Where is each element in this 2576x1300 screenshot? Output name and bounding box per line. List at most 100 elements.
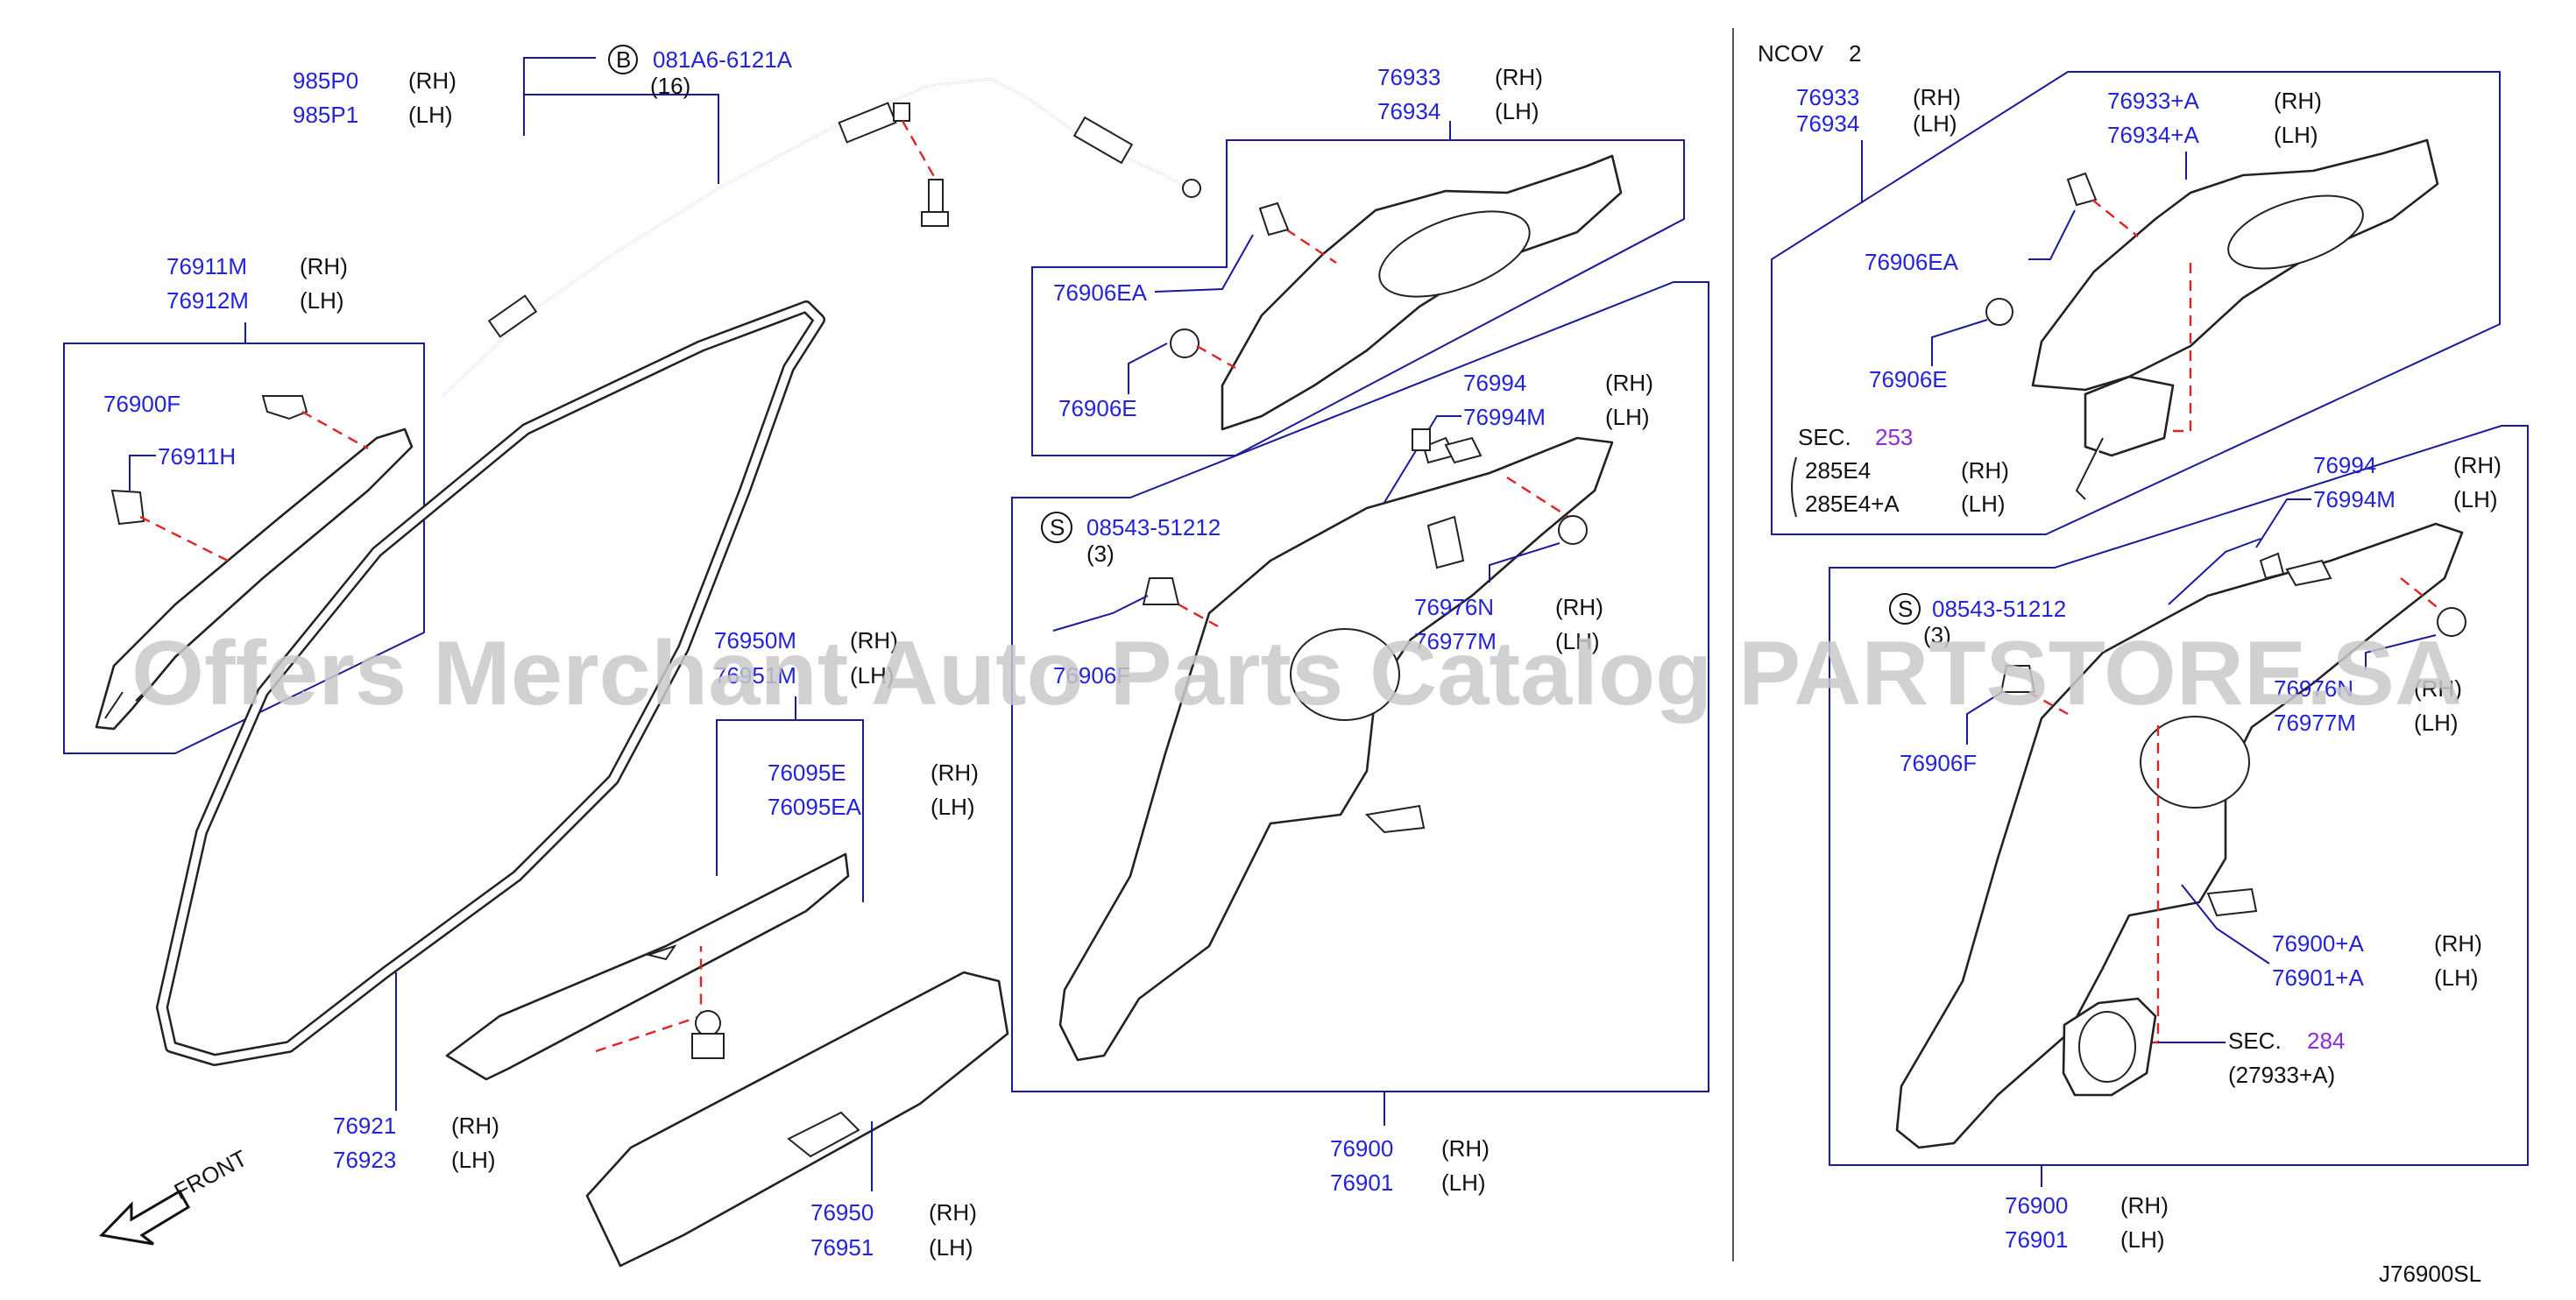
part-76900[interactable]: 76900 xyxy=(1330,1135,1393,1162)
part-985p1[interactable]: 985P1 xyxy=(293,102,358,128)
part-76976n[interactable]: 76976N xyxy=(1414,594,1494,620)
sec-ref-284[interactable]: 284 xyxy=(2307,1028,2345,1054)
speaker xyxy=(2062,997,2157,1097)
svg-text:(LH): (LH) xyxy=(408,102,453,128)
r-part-76977m[interactable]: 76977M xyxy=(2274,710,2356,736)
r-part-76906e[interactable]: 76906E xyxy=(1869,366,1948,392)
part-76911m[interactable]: 76911M xyxy=(166,253,247,279)
part-76912m[interactable]: 76912M xyxy=(166,287,249,314)
svg-text:(RH): (RH) xyxy=(1913,84,1961,110)
part-76933[interactable]: 76933 xyxy=(1377,64,1440,90)
svg-text:(RH): (RH) xyxy=(1441,1135,1490,1162)
r-part-76900[interactable]: 76900 xyxy=(2005,1192,2068,1219)
svg-text:(LH): (LH) xyxy=(1495,98,1539,124)
svg-text:(RH): (RH) xyxy=(2434,930,2482,957)
r-part-76900a[interactable]: 76900+A xyxy=(2272,930,2364,957)
part-76095ea[interactable]: 76095EA xyxy=(768,794,862,820)
svg-text:(RH): (RH) xyxy=(2120,1192,2169,1219)
part-76950m[interactable]: 76950M xyxy=(714,627,796,654)
part-285e4a[interactable]: 285E4+A xyxy=(1805,491,1900,517)
svg-text:(RH): (RH) xyxy=(1495,64,1543,90)
part-76906f[interactable]: 76906F xyxy=(1053,662,1130,689)
part-76921[interactable]: 76921 xyxy=(333,1113,396,1139)
frame-quarter-trim xyxy=(1011,281,1709,1092)
bolt-s-qty: (3) xyxy=(1086,540,1115,567)
pillar-garnish xyxy=(95,427,414,731)
part-76911h[interactable]: 76911H xyxy=(158,443,236,470)
part-76950[interactable]: 76950 xyxy=(810,1199,874,1226)
r-part-76994m[interactable]: 76994M xyxy=(2313,486,2396,512)
r-part-76901a[interactable]: 76901+A xyxy=(2272,964,2364,991)
clip-76911h xyxy=(110,489,229,562)
r-circle-s-marker xyxy=(1889,593,1921,625)
svg-text:(LH): (LH) xyxy=(2120,1226,2165,1253)
clip-76906f xyxy=(1142,577,1180,605)
circle-b-letter: B xyxy=(616,46,631,73)
r-part-76933[interactable]: 76933 xyxy=(1796,84,1859,110)
part-76900f[interactable]: 76900F xyxy=(103,391,180,417)
svg-text:(LH): (LH) xyxy=(300,287,344,314)
r-part-76934[interactable]: 76934 xyxy=(1796,110,1859,137)
svg-text:(LH): (LH) xyxy=(2453,486,2498,512)
quarter-trim xyxy=(1058,436,1614,1062)
svg-text:(LH): (LH) xyxy=(2274,122,2318,148)
front-direction-arrow xyxy=(98,1189,191,1246)
svg-text:(RH): (RH) xyxy=(300,253,348,279)
part-985p0[interactable]: 985P0 xyxy=(293,67,358,94)
part-76923[interactable]: 76923 xyxy=(333,1147,396,1173)
part-76901[interactable]: 76901 xyxy=(1330,1169,1393,1196)
circle-s-letter: S xyxy=(1050,514,1065,540)
svg-text:(RH): (RH) xyxy=(1605,370,1653,396)
part-76906e[interactable]: 76906E xyxy=(1058,395,1137,421)
part-76977m[interactable]: 76977M xyxy=(1414,628,1497,654)
svg-text:(LH): (LH) xyxy=(1555,628,1600,654)
ncov-label: NCOV xyxy=(1758,40,1824,67)
bolt-b-part[interactable]: 081A6-6121A xyxy=(653,46,793,73)
frame-ncov-lower xyxy=(1829,425,2529,1166)
front-label: FRONT xyxy=(170,1145,251,1205)
part-27933a[interactable]: (27933+A) xyxy=(2228,1062,2335,1088)
bolt-s-part[interactable]: 08543-51212 xyxy=(1086,514,1221,540)
svg-text:(LH): (LH) xyxy=(1913,110,1957,137)
svg-text:(LH): (LH) xyxy=(451,1147,496,1173)
svg-text:(RH): (RH) xyxy=(1961,457,2009,484)
speaker-bracket xyxy=(2075,375,2175,500)
r-part-76906ea[interactable]: 76906EA xyxy=(1865,249,1959,275)
part-76951m[interactable]: 76951M xyxy=(714,662,796,689)
svg-text:(RH): (RH) xyxy=(2414,675,2462,702)
svg-text:(LH): (LH) xyxy=(2434,964,2479,991)
r-part-76934a[interactable]: 76934+A xyxy=(2107,122,2199,148)
sec-ref-253[interactable]: 253 xyxy=(1875,424,1913,450)
r-part-76976n[interactable]: 76976N xyxy=(2274,675,2353,702)
wire-harness xyxy=(442,77,1201,397)
svg-text:(LH): (LH) xyxy=(2414,710,2459,736)
bolt-s xyxy=(1412,428,1483,464)
circle-b-marker xyxy=(608,45,638,74)
svg-text:(RH): (RH) xyxy=(929,1199,977,1226)
upper-garnish xyxy=(1221,154,1623,431)
watermark-text: Offers Merchant Auto Parts Catalog PARTS… xyxy=(131,623,2462,724)
sec-label-284: SEC. xyxy=(2228,1028,2282,1054)
r-upper-garnish xyxy=(2031,138,2439,433)
r-part-76901[interactable]: 76901 xyxy=(2005,1226,2068,1253)
ncov-number: 2 xyxy=(1849,40,1861,67)
kicking-plate xyxy=(445,852,850,1081)
part-76095e[interactable]: 76095E xyxy=(768,760,846,786)
step-sill xyxy=(585,971,1009,1268)
part-76934[interactable]: 76934 xyxy=(1377,98,1440,124)
part-76994m[interactable]: 76994M xyxy=(1463,404,1546,430)
svg-text:(RH): (RH) xyxy=(2274,88,2322,114)
r-part-76994[interactable]: 76994 xyxy=(2313,452,2376,478)
part-76994[interactable]: 76994 xyxy=(1463,370,1526,396)
part-76951[interactable]: 76951 xyxy=(810,1234,874,1261)
part-76906ea[interactable]: 76906EA xyxy=(1053,279,1148,306)
frame-ncov-upper xyxy=(1771,71,2501,535)
leader-985p xyxy=(523,57,719,184)
part-285e4[interactable]: 285E4 xyxy=(1805,457,1871,484)
r-part-76906f[interactable]: 76906F xyxy=(1900,750,1977,776)
clip-76906e xyxy=(1170,329,1236,370)
grommet-76976n xyxy=(1558,515,1588,545)
r-bolt-s-part[interactable]: 08543-51212 xyxy=(1932,596,2066,622)
r-part-76933a[interactable]: 76933+A xyxy=(2107,88,2199,114)
